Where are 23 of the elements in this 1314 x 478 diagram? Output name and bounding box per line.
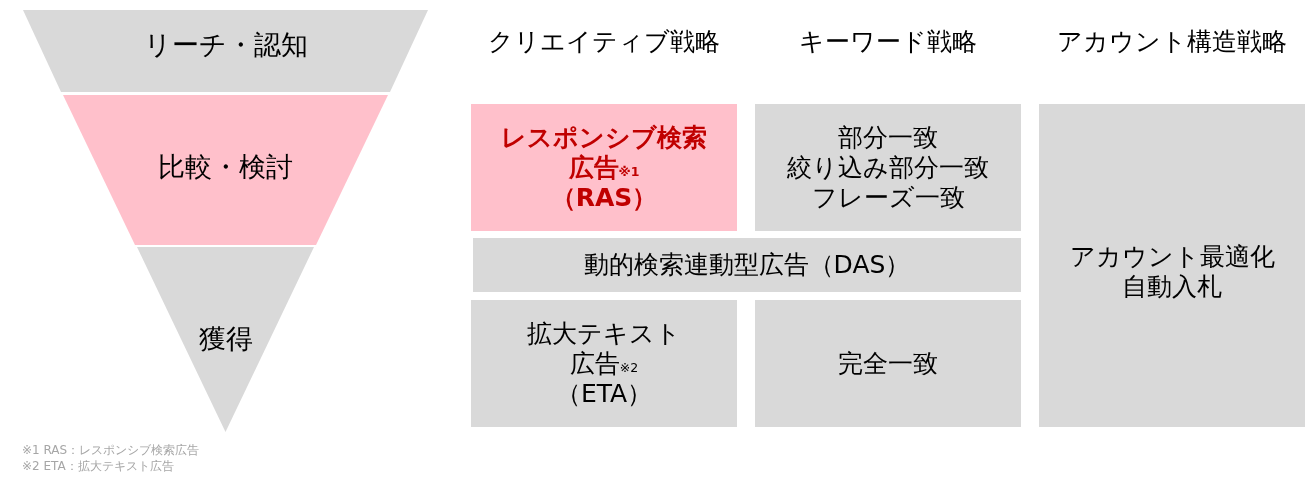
footnote-text: ※2 ETA：拡大テキスト広告 [22, 458, 174, 474]
match-type-text: 絞り込み部分一致 [787, 152, 989, 183]
account-strategy-text: アカウント最適化 [1069, 241, 1275, 272]
stage-label: 獲得 [198, 323, 253, 356]
stage-label: 比較・検討 [158, 150, 293, 184]
column-heading: クリエイティブ戦略 [488, 27, 720, 57]
column-heading: アカウント構造戦略 [1057, 27, 1287, 57]
match-type-text: 完全一致 [838, 348, 938, 379]
account-strategy-text: 自動入札 [1122, 271, 1222, 302]
stage-label: リーチ・認知 [143, 28, 308, 62]
ad-format-text: 動的検索連動型広告（DAS） [583, 250, 911, 280]
ad-format-box [473, 238, 1021, 292]
account-strategy-box [1039, 104, 1305, 427]
footnote-text: ※1 RAS：レスポンシブ検索広告 [22, 442, 200, 458]
ad-format-text: （RAS） [550, 182, 658, 213]
ad-format-box [471, 104, 737, 231]
match-type-box [755, 300, 1021, 427]
column-heading: キーワード戦略 [799, 27, 977, 57]
match-type-text: 部分一致 [838, 122, 938, 153]
match-type-box [755, 104, 1021, 231]
match-type-text: フレーズ一致 [811, 182, 965, 213]
ad-format-text: （ETA） [555, 378, 653, 409]
ad-format-box [471, 300, 737, 427]
